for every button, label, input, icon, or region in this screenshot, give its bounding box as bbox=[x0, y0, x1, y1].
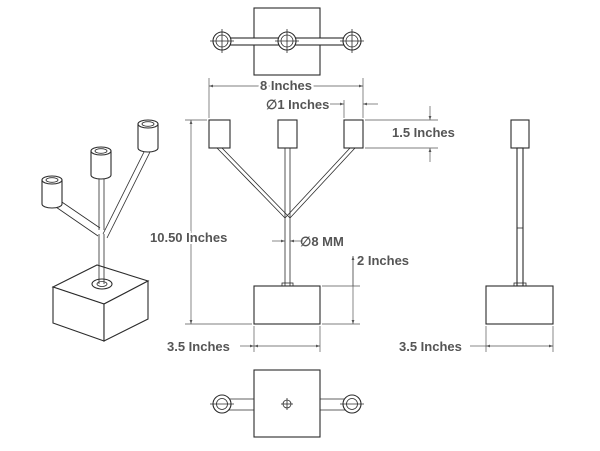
bottom-cup-right bbox=[320, 394, 364, 414]
side-rod bbox=[516, 147, 524, 287]
top-view-cup-center bbox=[275, 29, 299, 53]
bottom-view bbox=[210, 369, 364, 438]
dim-base-width-side-label: 3.5 Inches bbox=[399, 339, 462, 354]
side-cup bbox=[510, 119, 530, 149]
top-view bbox=[210, 7, 364, 76]
dim-base-height-label: 2 Inches bbox=[357, 253, 409, 268]
side-base bbox=[485, 285, 554, 325]
dim-cup-height-label: 1.5 Inches bbox=[392, 125, 455, 140]
dim-rod-diameter-label: ∅8 MM bbox=[300, 234, 344, 249]
top-view-cup-left bbox=[210, 29, 234, 53]
front-dimensions: 8 Inches ∅1 Inches 1.5 Inches 10.50 Inch… bbox=[148, 76, 455, 354]
dim-width-label: 8 Inches bbox=[260, 78, 312, 93]
dim-base-width-front-label: 3.5 Inches bbox=[167, 339, 230, 354]
front-cup-center bbox=[277, 119, 298, 149]
iso-cup-left bbox=[41, 175, 63, 209]
front-cup-right bbox=[343, 119, 364, 149]
dim-total-height-label: 10.50 Inches bbox=[150, 230, 227, 245]
iso-cup-right bbox=[137, 119, 159, 153]
isometric-view bbox=[41, 119, 159, 342]
side-dimensions: 3.5 Inches bbox=[399, 326, 554, 354]
side-view bbox=[485, 119, 554, 325]
front-view bbox=[208, 119, 364, 325]
front-cup-left bbox=[208, 119, 231, 149]
front-base bbox=[253, 285, 321, 325]
dim-cup-diameter-label: ∅1 Inches bbox=[266, 97, 329, 112]
bottom-cup-left bbox=[210, 394, 254, 414]
top-view-cup-right bbox=[340, 29, 364, 53]
bottom-center-hole bbox=[281, 398, 293, 410]
iso-cup-center bbox=[90, 146, 112, 180]
